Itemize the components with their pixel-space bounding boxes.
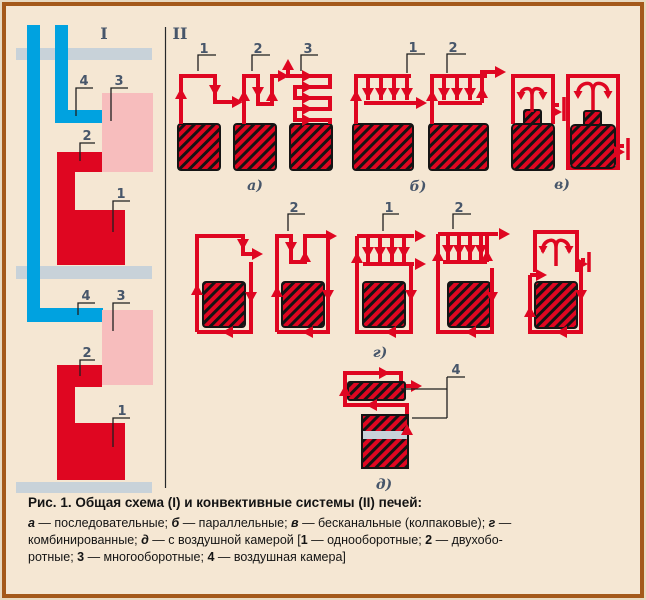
variant-number-4: 4	[451, 363, 460, 378]
firebox	[511, 123, 555, 171]
firebox-neck	[523, 109, 542, 126]
floor-bands	[16, 48, 152, 493]
caption-letter-d: д	[141, 533, 149, 547]
firebox	[352, 123, 414, 171]
callout-3-upper: 3	[114, 74, 123, 89]
caption-letter-a: а	[28, 516, 35, 530]
callout-3-lower: 3	[116, 289, 125, 304]
variant-label-a: а)	[247, 178, 263, 194]
variant-number-2: 2	[289, 201, 298, 216]
callout-2-upper: 2	[82, 129, 91, 144]
air-chamber-band	[363, 431, 407, 439]
section-label-I: I	[100, 24, 107, 43]
chimney-pipes	[27, 25, 103, 322]
firebox	[534, 281, 578, 329]
variant-number-1: 1	[384, 201, 393, 216]
caption-title: Рис. 1. Общая схема (I) и конвективные с…	[28, 495, 423, 510]
number-leaders	[197, 54, 318, 71]
number-leaders	[287, 213, 471, 231]
firebox	[428, 123, 489, 171]
number-leaders	[401, 376, 465, 419]
variant-label-v: в)	[554, 177, 570, 193]
variant-v-bell: в)	[511, 74, 630, 193]
variant-number-2: 2	[454, 201, 463, 216]
callout-1-upper: 1	[116, 187, 125, 202]
firebox-neck	[583, 110, 602, 127]
variant-g-combined: 2 1 2 г)	[191, 201, 591, 361]
variant-b-parallel: 1 2 б)	[350, 41, 506, 195]
section-label-II: II	[173, 24, 188, 43]
caption-number-3: 3	[77, 550, 85, 564]
firebox	[177, 123, 221, 171]
variant-number-1: 1	[199, 42, 208, 57]
callout-4-upper: 4	[79, 74, 88, 89]
variant-label-d: д)	[376, 477, 392, 493]
caption-letter-g: г	[488, 516, 496, 530]
callout-2-lower: 2	[82, 346, 91, 361]
bell-circulation-arrows	[541, 238, 571, 266]
bell-circulation-arrows	[576, 81, 610, 110]
firebox	[447, 281, 491, 328]
number-leaders	[406, 53, 466, 73]
firebox	[233, 123, 277, 171]
heat-exchange-block	[347, 381, 406, 401]
scheme-I-leaders	[75, 87, 130, 447]
caption-number-1: 1	[300, 533, 308, 547]
variant-number-3: 3	[303, 42, 312, 57]
variant-a-sequential: 1 2 3 а)	[175, 42, 333, 194]
caption-letter-b: б	[171, 516, 180, 530]
callout-4-lower: 4	[81, 289, 90, 304]
firebox	[362, 281, 406, 328]
variant-number-2: 2	[253, 42, 262, 57]
scheme-general-I: 4 3 2 1 4 3 2 1 I	[16, 24, 153, 493]
variant-number-1: 1	[408, 41, 417, 56]
firebox	[289, 123, 333, 171]
figure-caption: Рис. 1. Общая схема (I) и конвективные с…	[28, 495, 628, 566]
pink-chambers	[102, 93, 153, 385]
furnace-block	[361, 414, 409, 469]
variant-d-air-chamber: 4 д)	[339, 363, 465, 493]
firebox	[202, 281, 246, 328]
caption-body: а — последовательные; б — параллельные; …	[28, 516, 512, 564]
firebox	[570, 124, 616, 169]
variant-number-2: 2	[448, 41, 457, 56]
furnace-diagram: 4 3 2 1 4 3 2 1 I II	[16, 24, 630, 493]
variant-label-g: г)	[373, 345, 388, 361]
furnace-bodies	[57, 152, 125, 480]
callout-1-lower: 1	[117, 404, 126, 419]
variant-label-b: б)	[410, 179, 427, 195]
caption-number-4: 4	[207, 550, 215, 564]
firebox	[281, 281, 325, 328]
caption-number-2: 2	[425, 533, 433, 547]
caption-letter-v: в	[291, 516, 299, 530]
